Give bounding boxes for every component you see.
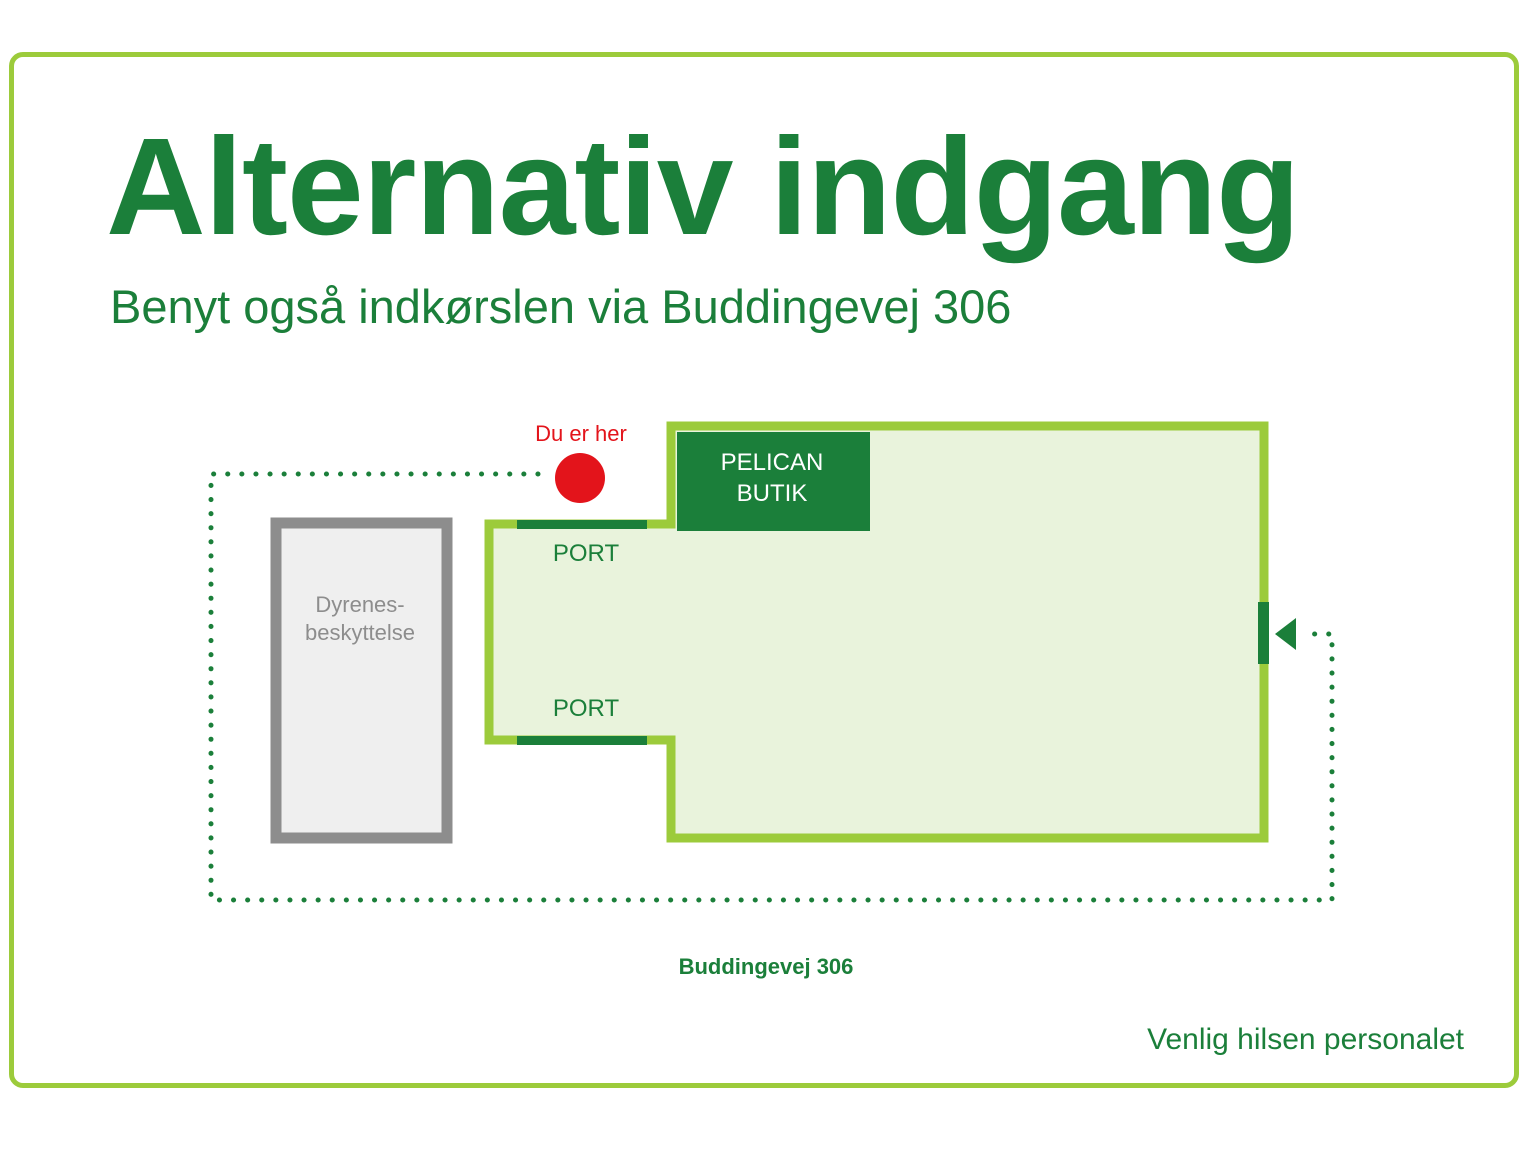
neighbor-label-line1: Dyrenes- bbox=[315, 592, 404, 617]
sign-subtitle: Benyt også indkørslen via Buddingevej 30… bbox=[110, 280, 1012, 333]
port-top-door bbox=[517, 520, 647, 529]
side-entrance-door bbox=[1258, 602, 1269, 664]
route-path bbox=[208, 471, 1335, 903]
shop-label-line2: BUTIK bbox=[737, 480, 808, 507]
you-are-here-label: Du er her bbox=[535, 421, 627, 446]
sign-title: Alternativ indgang bbox=[106, 110, 1300, 264]
port-bottom-door bbox=[517, 736, 647, 745]
shop-label-line1: PELICAN bbox=[721, 449, 824, 476]
main-building bbox=[484, 421, 1269, 843]
pelican-shop-block bbox=[677, 432, 870, 531]
triangle-arrow-left-icon bbox=[1275, 618, 1296, 650]
port-top-label: PORT bbox=[553, 540, 620, 567]
red-dot-icon bbox=[555, 453, 605, 503]
neighbor-building bbox=[270, 517, 453, 844]
sign-footer: Venlig hilsen personalet bbox=[1147, 1023, 1464, 1056]
neighbor-label-line2: beskyttelse bbox=[305, 620, 415, 645]
road-label: Buddingevej 306 bbox=[679, 954, 854, 979]
port-bottom-label: PORT bbox=[553, 695, 620, 722]
